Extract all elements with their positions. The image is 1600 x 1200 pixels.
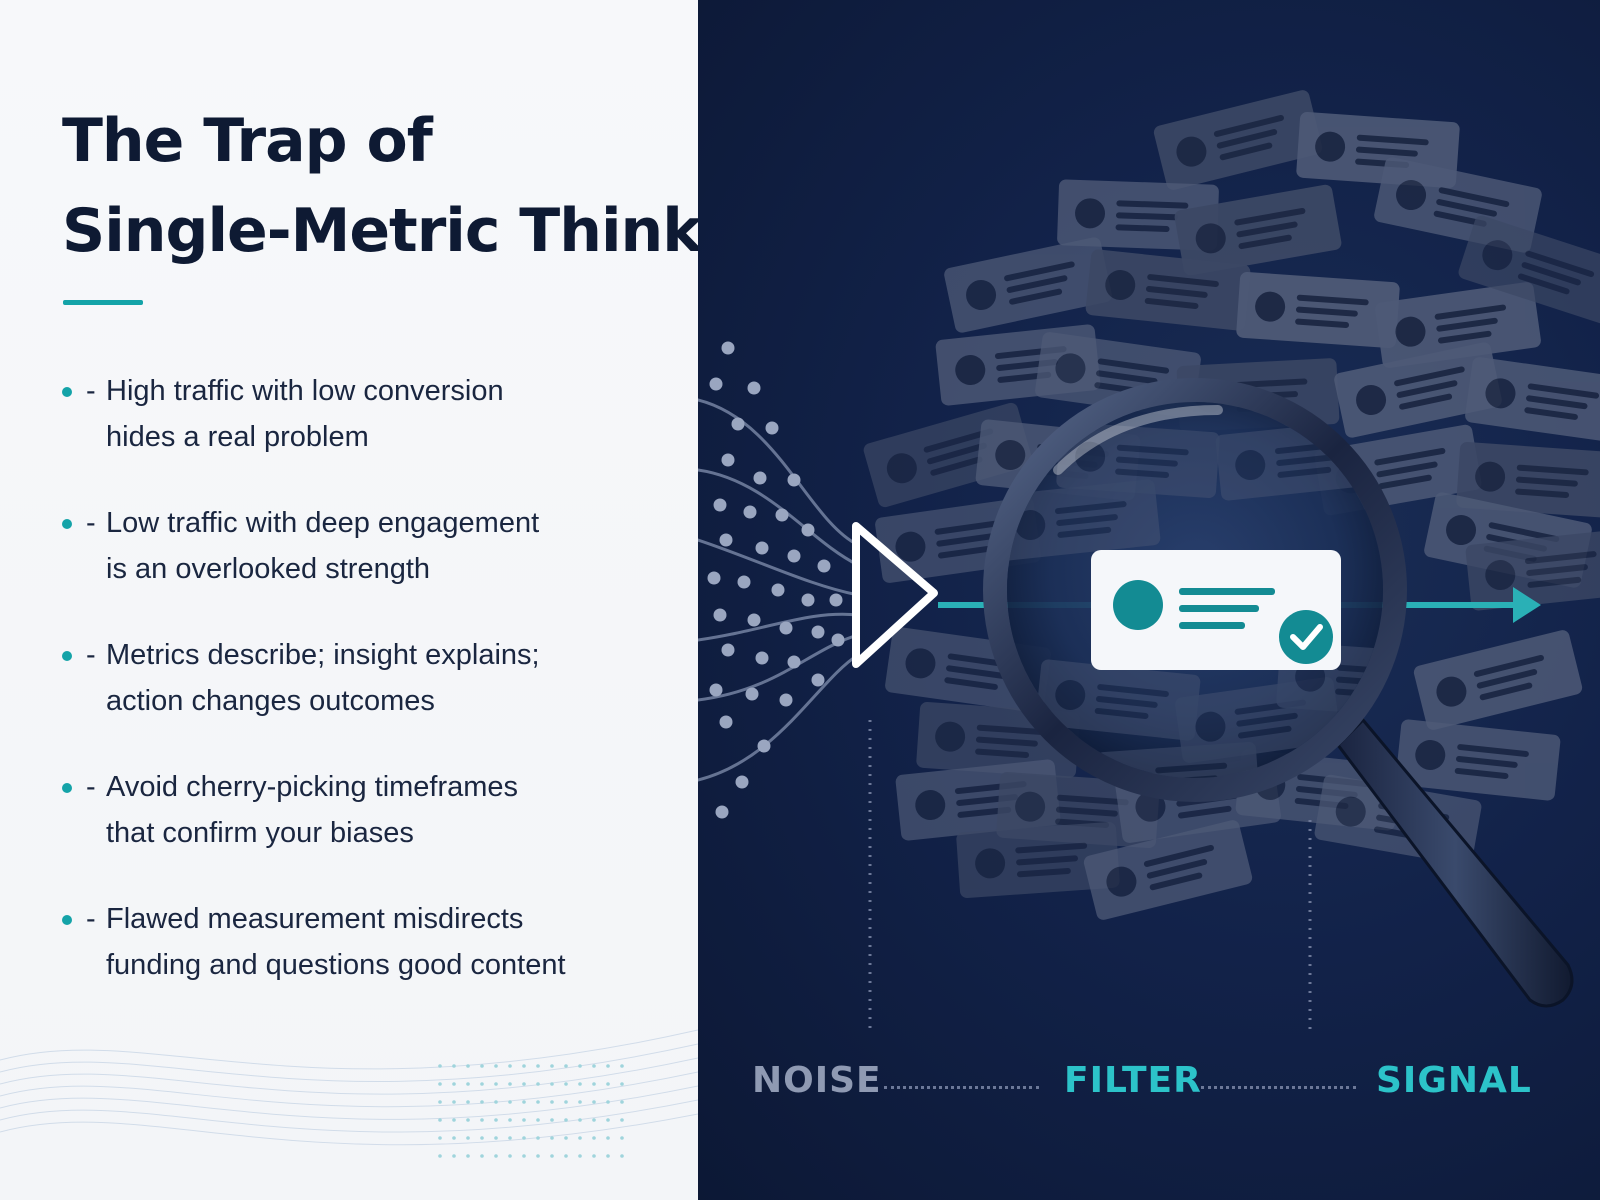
- bullet-dot-icon: [62, 783, 72, 793]
- data-card-icon: [1413, 630, 1583, 730]
- bullet-dot-icon: [62, 651, 72, 661]
- bullet-item: - Flawed measurement misdirects funding …: [62, 896, 662, 1028]
- bullet-dot-icon: [62, 519, 72, 529]
- bullet-dash: -: [86, 903, 96, 935]
- data-card-icon: [1395, 719, 1561, 801]
- bullet-item: - Avoid cherry-picking timeframes that c…: [62, 764, 662, 896]
- bullet-line: action changes outcomes: [106, 685, 435, 717]
- data-card-icon: [1153, 90, 1323, 190]
- bullet-dot-icon: [62, 915, 72, 925]
- title-underline: [63, 300, 143, 305]
- bullet-line: that confirm your biases: [106, 817, 414, 849]
- signal-card: [1091, 550, 1341, 670]
- bullet-text: Avoid cherry-picking timeframes that con…: [106, 764, 626, 856]
- wave-pattern-decoration: [0, 1029, 698, 1158]
- stage-label-noise: NOISE: [752, 1060, 882, 1101]
- noise-filter-signal-illustration: [698, 90, 1600, 1030]
- left-text-panel: The Trap of Single-Metric Thinking - Hig…: [0, 0, 698, 1200]
- bullet-line: Flawed measurement misdirects: [106, 903, 524, 935]
- bullet-text: Metrics describe; insight explains; acti…: [106, 632, 626, 724]
- bullet-line: Metrics describe; insight explains;: [106, 639, 540, 671]
- bullet-list: - High traffic with low conversion hides…: [62, 368, 662, 1028]
- title-line-2: Single-Metric Thinking: [62, 196, 698, 266]
- bullet-text: Flawed measurement misdirects funding an…: [106, 896, 626, 988]
- bullet-text: Low traffic with deep engagement is an o…: [106, 500, 626, 592]
- play-triangle-icon: [852, 522, 938, 668]
- title-line-1: The Trap of: [62, 106, 433, 176]
- bullet-line: funding and questions good content: [106, 949, 566, 981]
- slide-title: The Trap of Single-Metric Thinking: [62, 96, 698, 276]
- data-card-icon: [1035, 659, 1201, 741]
- bullet-line: Low traffic with deep engagement: [106, 507, 540, 539]
- bullet-line: is an overlooked strength: [106, 553, 431, 585]
- data-card-icon: [1375, 282, 1541, 368]
- data-card-icon: [1085, 249, 1251, 331]
- bullet-dash: -: [86, 375, 96, 407]
- bullet-dash: -: [86, 507, 96, 539]
- data-card-icon: [1236, 271, 1400, 349]
- check-circle-icon: [1279, 610, 1333, 664]
- bullet-line: High traffic with low conversion: [106, 375, 504, 407]
- bullet-line: hides a real problem: [106, 421, 369, 453]
- bullet-line: Avoid cherry-picking timeframes: [106, 771, 519, 803]
- data-card-icon: [1458, 215, 1600, 325]
- bullet-dot-icon: [62, 387, 72, 397]
- data-card-icon: [1083, 820, 1253, 920]
- illustration-panel: NOISE FILTER SIGNAL: [698, 0, 1600, 1200]
- stage-label-signal: SIGNAL: [1376, 1060, 1532, 1101]
- stage-connector: [1201, 1086, 1356, 1089]
- bullet-item: - Metrics describe; insight explains; ac…: [62, 632, 662, 764]
- data-card-icon: [944, 237, 1112, 333]
- stage-connector: [884, 1086, 1039, 1089]
- data-card-icon: [1056, 421, 1220, 499]
- data-card-icon: [1175, 677, 1341, 763]
- data-card-icon: [956, 821, 1120, 899]
- stage-labels: NOISE FILTER SIGNAL: [698, 1060, 1600, 1120]
- data-card-icon: [1456, 441, 1600, 519]
- bullet-dash: -: [86, 639, 96, 671]
- bullet-text: High traffic with low conversion hides a…: [106, 368, 626, 460]
- data-card-icon: [1465, 357, 1600, 443]
- bullet-item: - High traffic with low conversion hides…: [62, 368, 662, 500]
- card-avatar-icon: [1113, 580, 1163, 630]
- data-card-icon: [1465, 529, 1600, 611]
- data-card-icon: [1007, 479, 1161, 561]
- bullet-dash: -: [86, 771, 96, 803]
- noise-dots: [707, 341, 845, 819]
- bullet-item: - Low traffic with deep engagement is an…: [62, 500, 662, 632]
- stage-label-filter: FILTER: [1064, 1060, 1202, 1101]
- data-card-icon: [1334, 342, 1502, 438]
- arrow-right-icon: [1513, 587, 1541, 623]
- data-card-icon: [1174, 184, 1342, 276]
